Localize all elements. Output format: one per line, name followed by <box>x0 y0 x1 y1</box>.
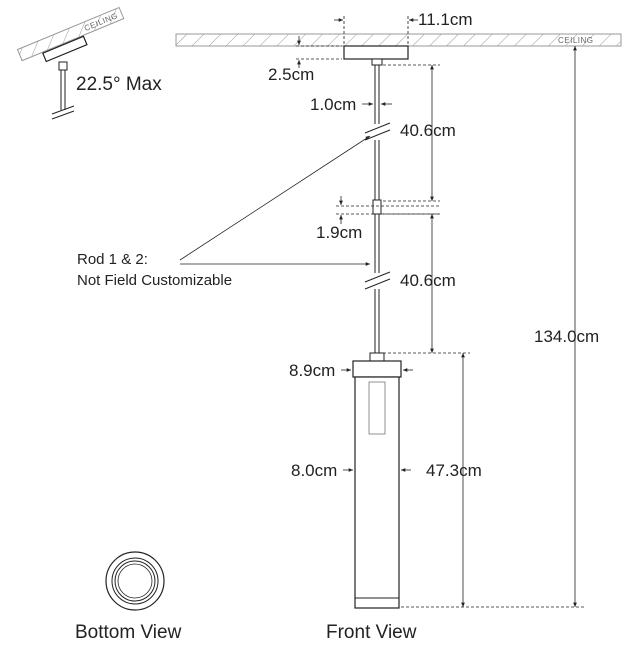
rod-note: Rod 1 & 2: Not Field Customizable <box>77 135 371 289</box>
rod-coupler <box>372 199 382 215</box>
rod-width-label: 1.0cm <box>310 95 356 114</box>
canopy-width-label: 11.1cm <box>418 10 473 29</box>
rod-1 <box>364 65 391 215</box>
shade-height-dim: 47.3cm <box>401 353 584 608</box>
sloped-ceiling-inset: CEILING 22.5° Max <box>16 6 162 120</box>
rod-2 <box>364 214 391 353</box>
rod2-length-dim: 40.6cm <box>383 213 470 354</box>
canopy-height-label: 2.5cm <box>268 65 314 84</box>
sloped-canopy <box>42 35 88 63</box>
gap-label: 1.9cm <box>316 223 362 242</box>
rod-width-dim: 1.0cm <box>310 95 392 114</box>
shade-width-label: 8.0cm <box>291 461 337 480</box>
shade-height-label: 47.3cm <box>426 461 482 480</box>
shade <box>354 376 400 609</box>
canopy-width-dim: 11.1cm <box>334 10 473 44</box>
front-view-caption: Front View <box>326 622 417 643</box>
canopy-collar <box>371 58 383 66</box>
gap-dim: 1.9cm <box>316 196 440 242</box>
bottom-view-caption: Bottom View <box>75 622 182 643</box>
rod-note-line1: Rod 1 & 2: <box>77 251 148 268</box>
lamp-socket <box>368 381 386 435</box>
slope-max-label: 22.5° Max <box>76 74 162 95</box>
bottom-view <box>105 551 165 611</box>
cap-width-dim: 8.9cm <box>289 361 413 380</box>
overall-height-label: 134.0cm <box>534 327 599 346</box>
shade-width-dim: 8.0cm <box>291 461 411 480</box>
shade-cap <box>352 360 402 378</box>
rod2-length-label: 40.6cm <box>400 271 456 290</box>
rod1-length-dim: 40.6cm <box>383 64 456 202</box>
swivel-joint <box>58 61 68 71</box>
canopy-height-dim: 2.5cm <box>268 36 342 84</box>
sloped-ceiling-band <box>16 6 125 62</box>
canopy <box>343 45 409 60</box>
overall-height-dim: 134.0cm <box>534 46 599 607</box>
rod-note-line2: Not Field Customizable <box>77 272 232 289</box>
rod1-length-label: 40.6cm <box>400 121 456 140</box>
shade-neck <box>369 352 385 362</box>
cap-width-label: 8.9cm <box>289 361 335 380</box>
bottom-lens <box>117 563 153 599</box>
ceiling: CEILING <box>175 33 622 47</box>
ceiling-band <box>175 33 622 47</box>
ceiling-label: CEILING <box>558 36 594 45</box>
